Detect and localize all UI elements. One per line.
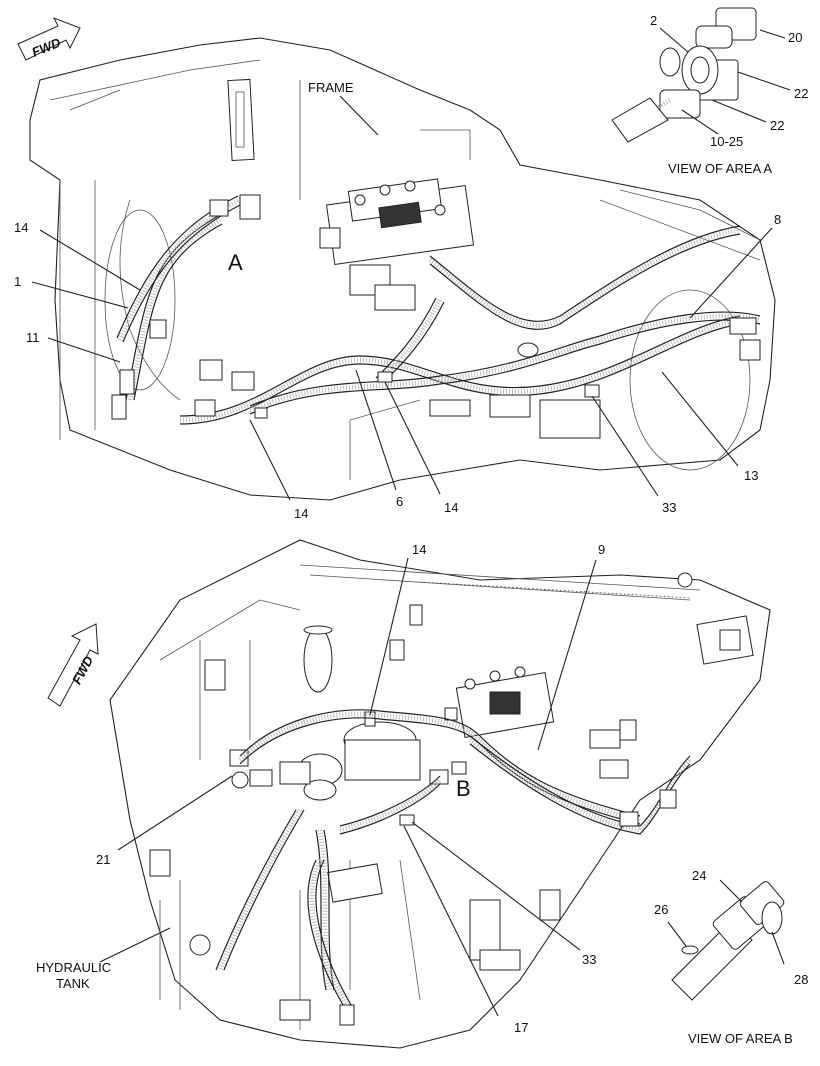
inset-area-b: 24 26 28 VIEW OF AREA B [654, 868, 808, 1046]
frame-label: FRAME [308, 80, 354, 95]
callout-28: 28 [794, 972, 808, 987]
fwd-arrow-bottom: FWD [47, 623, 99, 707]
callout-14-a: 14 [14, 220, 28, 235]
callout-24: 24 [692, 868, 706, 883]
control-valve-top [319, 178, 475, 311]
callout-6: 6 [396, 494, 403, 509]
callout-22-b: 22 [770, 118, 784, 133]
fwd-arrow-top: FWD [17, 17, 81, 61]
callout-22-a: 22 [794, 86, 808, 101]
area-marker-a: A [228, 250, 243, 275]
callout-14-c: 14 [444, 500, 458, 515]
hoses-bottom [215, 709, 692, 1026]
hoses-top [111, 194, 761, 439]
callout-9: 9 [598, 542, 605, 557]
callout-17: 17 [514, 1020, 528, 1035]
pump-bottom [229, 707, 458, 801]
hydraulic-tank-label-1: HYDRAULIC [36, 960, 111, 975]
callout-14-b: 14 [294, 506, 308, 521]
machine-frame-bottom [109, 539, 771, 1049]
callout-20: 20 [788, 30, 802, 45]
callout-2: 2 [650, 13, 657, 28]
callout-26: 26 [654, 902, 668, 917]
callout-11: 11 [26, 330, 40, 345]
callout-10-25: 10-25 [710, 134, 743, 149]
callout-21: 21 [96, 852, 110, 867]
callout-1: 1 [14, 274, 21, 289]
inset-b-caption: VIEW OF AREA B [688, 1031, 793, 1046]
top-view: FWD [14, 7, 808, 521]
bottom-view: FWD [36, 539, 808, 1049]
hydraulic-tank-label-2: TANK [56, 976, 90, 991]
area-marker-b: B [456, 776, 471, 801]
machine-frame-top [29, 37, 776, 501]
callout-33-bottom: 33 [582, 952, 596, 967]
callout-13: 13 [744, 468, 758, 483]
callout-33-top: 33 [662, 500, 676, 515]
inset-area-a: 2 20 22 22 10-25 VIEW OF AREA A [611, 7, 808, 176]
inset-a-caption: VIEW OF AREA A [668, 161, 772, 176]
callout-8: 8 [774, 212, 781, 227]
control-valve-bottom [455, 666, 637, 779]
callout-14-bottom: 14 [412, 542, 426, 557]
